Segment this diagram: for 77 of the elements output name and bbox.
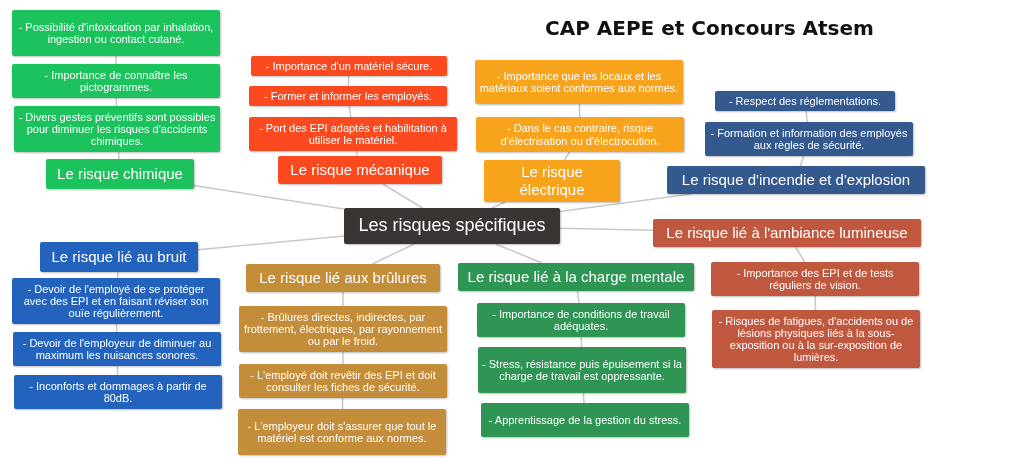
node-text: Le risque chimique: [57, 165, 183, 183]
node-text: Le risque électrique: [518, 163, 586, 199]
node-text: - L'employé doit revêtir des EPI et doit consulter les fiches de sécurité.: [249, 368, 437, 394]
node-text: - Importance que les locaux et les matériaux soient conformes aux normes.: [479, 69, 679, 95]
connector-line: [794, 246, 806, 263]
category-box: [653, 219, 921, 247]
node-text: - Dans le cas contraire, risque d'électrisation ou d'électrocution.: [499, 122, 661, 147]
node-text: - Port des EPI adaptés et habilitation à utiliser le matériel.: [258, 121, 448, 147]
node-text: - Importance de conditions de travail adéquates.: [491, 307, 671, 333]
node-text: Le risque mécanique: [290, 161, 430, 179]
category-box: [278, 156, 442, 184]
node-text: - Importance de connaître les pictogrammes.: [43, 68, 189, 94]
node-text: Les risques spécifiques: [358, 215, 546, 237]
category-box: [246, 264, 440, 292]
connector-line: [582, 392, 585, 404]
connector-line: [193, 184, 345, 210]
note-box: [238, 409, 446, 455]
note-box: [481, 403, 689, 437]
central-topic-box: [344, 208, 560, 244]
note-box: [711, 262, 919, 296]
node-text: - Divers gestes préventifs sont possibles pour diminuer les risques d'accidents chimiques.: [18, 110, 216, 148]
node-text: - Formation et information des employés aux règles de sécurité.: [709, 126, 909, 152]
node-text: - Apprentissage de la gestion du stress.: [488, 413, 682, 427]
note-box: [12, 278, 220, 324]
category-box: [46, 159, 194, 189]
connector-line: [559, 227, 654, 231]
node-text: - Former et informer les employés.: [263, 89, 433, 103]
note-box: [12, 64, 220, 98]
connector-line: [805, 110, 808, 123]
connector-line: [342, 351, 344, 365]
note-box: [476, 117, 684, 152]
category-box: [484, 160, 620, 202]
node-text: Le risque lié aux brûlures: [259, 269, 427, 287]
note-box: [477, 303, 685, 337]
node-text: - Importance des EPI et de tests réguliers de vision.: [735, 266, 895, 292]
node-text: - Possibilité d'intoxication par inhalation, ingestion ou contact cutané.: [17, 20, 215, 46]
node-text: - Stress, résistance puis épuisement si la charge de travail est oppressante.: [482, 357, 682, 383]
node-text: - Inconforts et dommages à partir de 80dB.: [28, 379, 208, 405]
note-box: [478, 347, 686, 393]
node-text: Le risque lié à la charge mentale: [467, 268, 685, 286]
note-box: [251, 56, 447, 76]
node-text: - Devoir de l'employé de se protéger avec des EPI et en faisant réviser son ouïe régulièrement.: [22, 282, 210, 320]
connector-line: [355, 150, 359, 157]
connector-line: [563, 151, 571, 161]
note-box: [249, 117, 457, 151]
note-box: [13, 332, 221, 366]
node-text: - Devoir de l'employeur de diminuer au maximum les nuisances sonores.: [21, 336, 213, 362]
node-text: - Risques de fatigues, d'accidents ou de lésions physiques liés à la sous-exposition ou à la sur-exposition de lumières.: [717, 314, 915, 364]
category-box: [458, 263, 694, 291]
connector-line: [115, 55, 117, 65]
connector-line: [576, 290, 580, 304]
note-box: [475, 60, 683, 104]
node-text: Le risque d'incendie et d'explosion: [681, 171, 911, 189]
note-box: [715, 91, 895, 111]
node-text: - Importance d'un matériel sécure.: [265, 59, 433, 73]
connector-line: [495, 243, 543, 264]
connector-line: [491, 201, 507, 209]
category-box: [40, 242, 198, 272]
node-text: - L'employeur doit s'assurer que tout le matériel est conforme aux normes.: [246, 419, 438, 445]
diagram-title: CAP AEPE et Concours Atsem: [545, 16, 874, 40]
note-box: [239, 364, 447, 398]
category-box: [667, 166, 925, 194]
connector-line: [197, 235, 345, 251]
note-box: [14, 375, 222, 409]
connector-line: [342, 291, 344, 307]
connector-line: [371, 243, 415, 265]
connector-line: [799, 155, 805, 167]
note-box: [249, 86, 447, 106]
connector-line: [559, 193, 693, 213]
connector-line: [117, 151, 120, 160]
node-text: Le risque lié à l'ambiance lumineuse: [666, 224, 908, 242]
connector-line: [382, 183, 424, 209]
connector-line: [116, 271, 119, 279]
note-box: [12, 10, 220, 56]
node-text: Le risque lié au bruit: [51, 248, 187, 266]
node-text: - Respect des réglementations.: [728, 94, 882, 108]
node-text: - Brûlures directes, indirectes, par frottement, électriques, par rayonnement ou par le froid.: [243, 310, 443, 348]
